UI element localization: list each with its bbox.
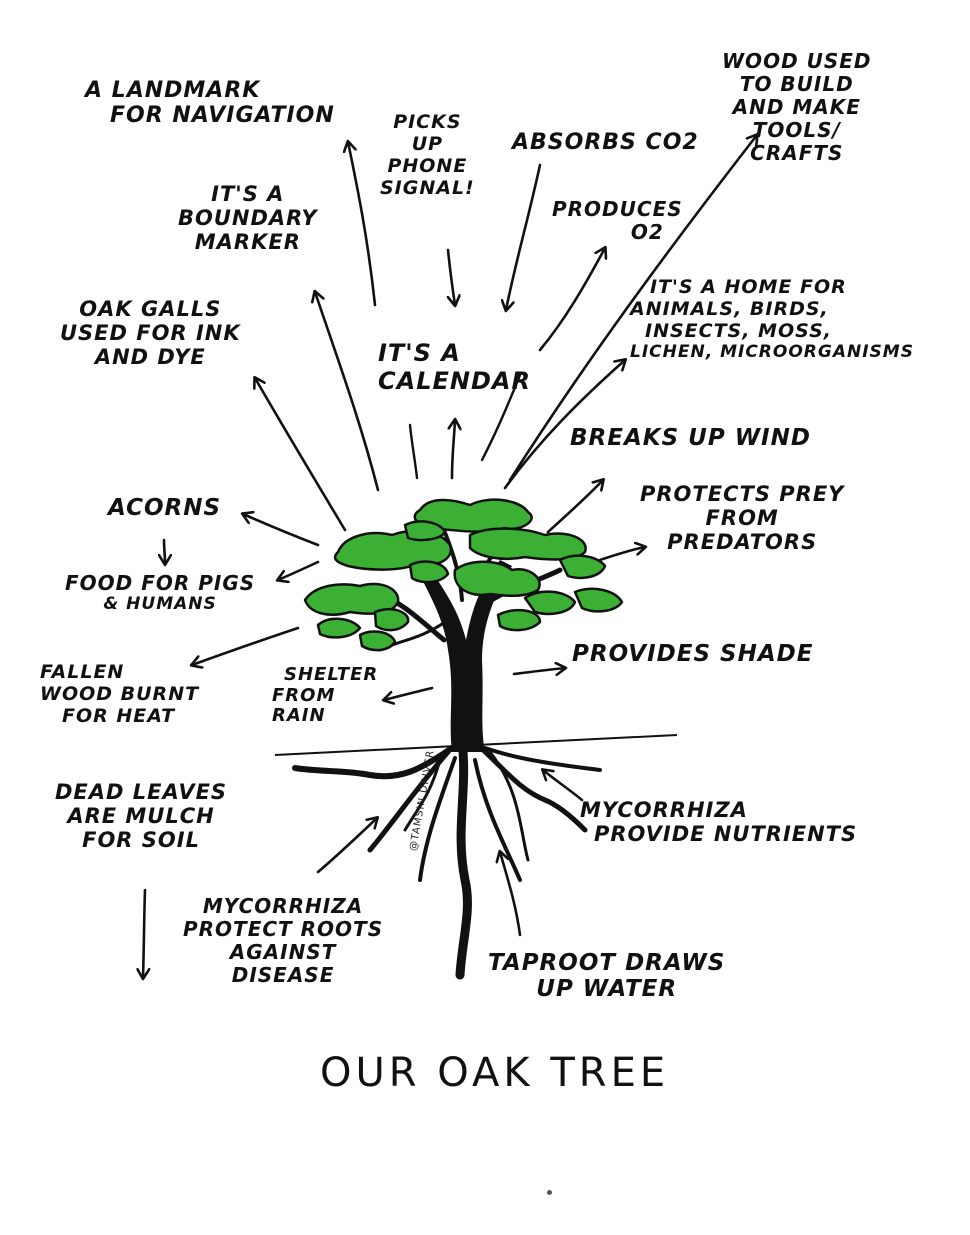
- label-provides-shade: PROVIDES SHADE: [572, 641, 814, 667]
- label-acorns: ACORNS: [108, 495, 222, 521]
- arrow-shade: [512, 668, 565, 674]
- arrow-dead: [143, 888, 145, 978]
- arrow-absorbs: [506, 163, 542, 310]
- arrow-galls: [255, 378, 347, 532]
- arrow-calendar-up: [452, 420, 455, 480]
- arrow-home: [503, 360, 625, 490]
- arrow-taproot: [500, 852, 522, 937]
- label-food-for-pigs: FOOD FOR PIGS& HUMANS: [65, 571, 256, 614]
- arrow-wind: [546, 480, 603, 534]
- dot-mark: [547, 1190, 552, 1195]
- arrow-boundary: [315, 292, 380, 492]
- arrows: [143, 135, 757, 978]
- arrow-wood: [508, 135, 757, 482]
- label-absorbs-co2: ABSORBS CO2: [512, 130, 699, 155]
- arrow-myco-left: [316, 818, 377, 874]
- arrow-phone: [448, 248, 455, 305]
- arrow-acorns-down: [164, 538, 165, 564]
- arrow-prey: [598, 547, 645, 562]
- arrow-landmark: [348, 142, 377, 307]
- roots: [292, 735, 602, 980]
- label-breaks-wind: BREAKS UP WIND: [570, 425, 811, 451]
- arrow-myco-right: [543, 770, 584, 802]
- foliage: [303, 498, 624, 652]
- arrow-fallen: [192, 626, 300, 665]
- page-title: OUR OAK TREE: [320, 1050, 670, 1096]
- arrow-food: [278, 560, 320, 580]
- arrow-produces: [538, 248, 605, 352]
- arrow-acorns: [243, 514, 320, 547]
- arrow-shelter: [384, 686, 434, 700]
